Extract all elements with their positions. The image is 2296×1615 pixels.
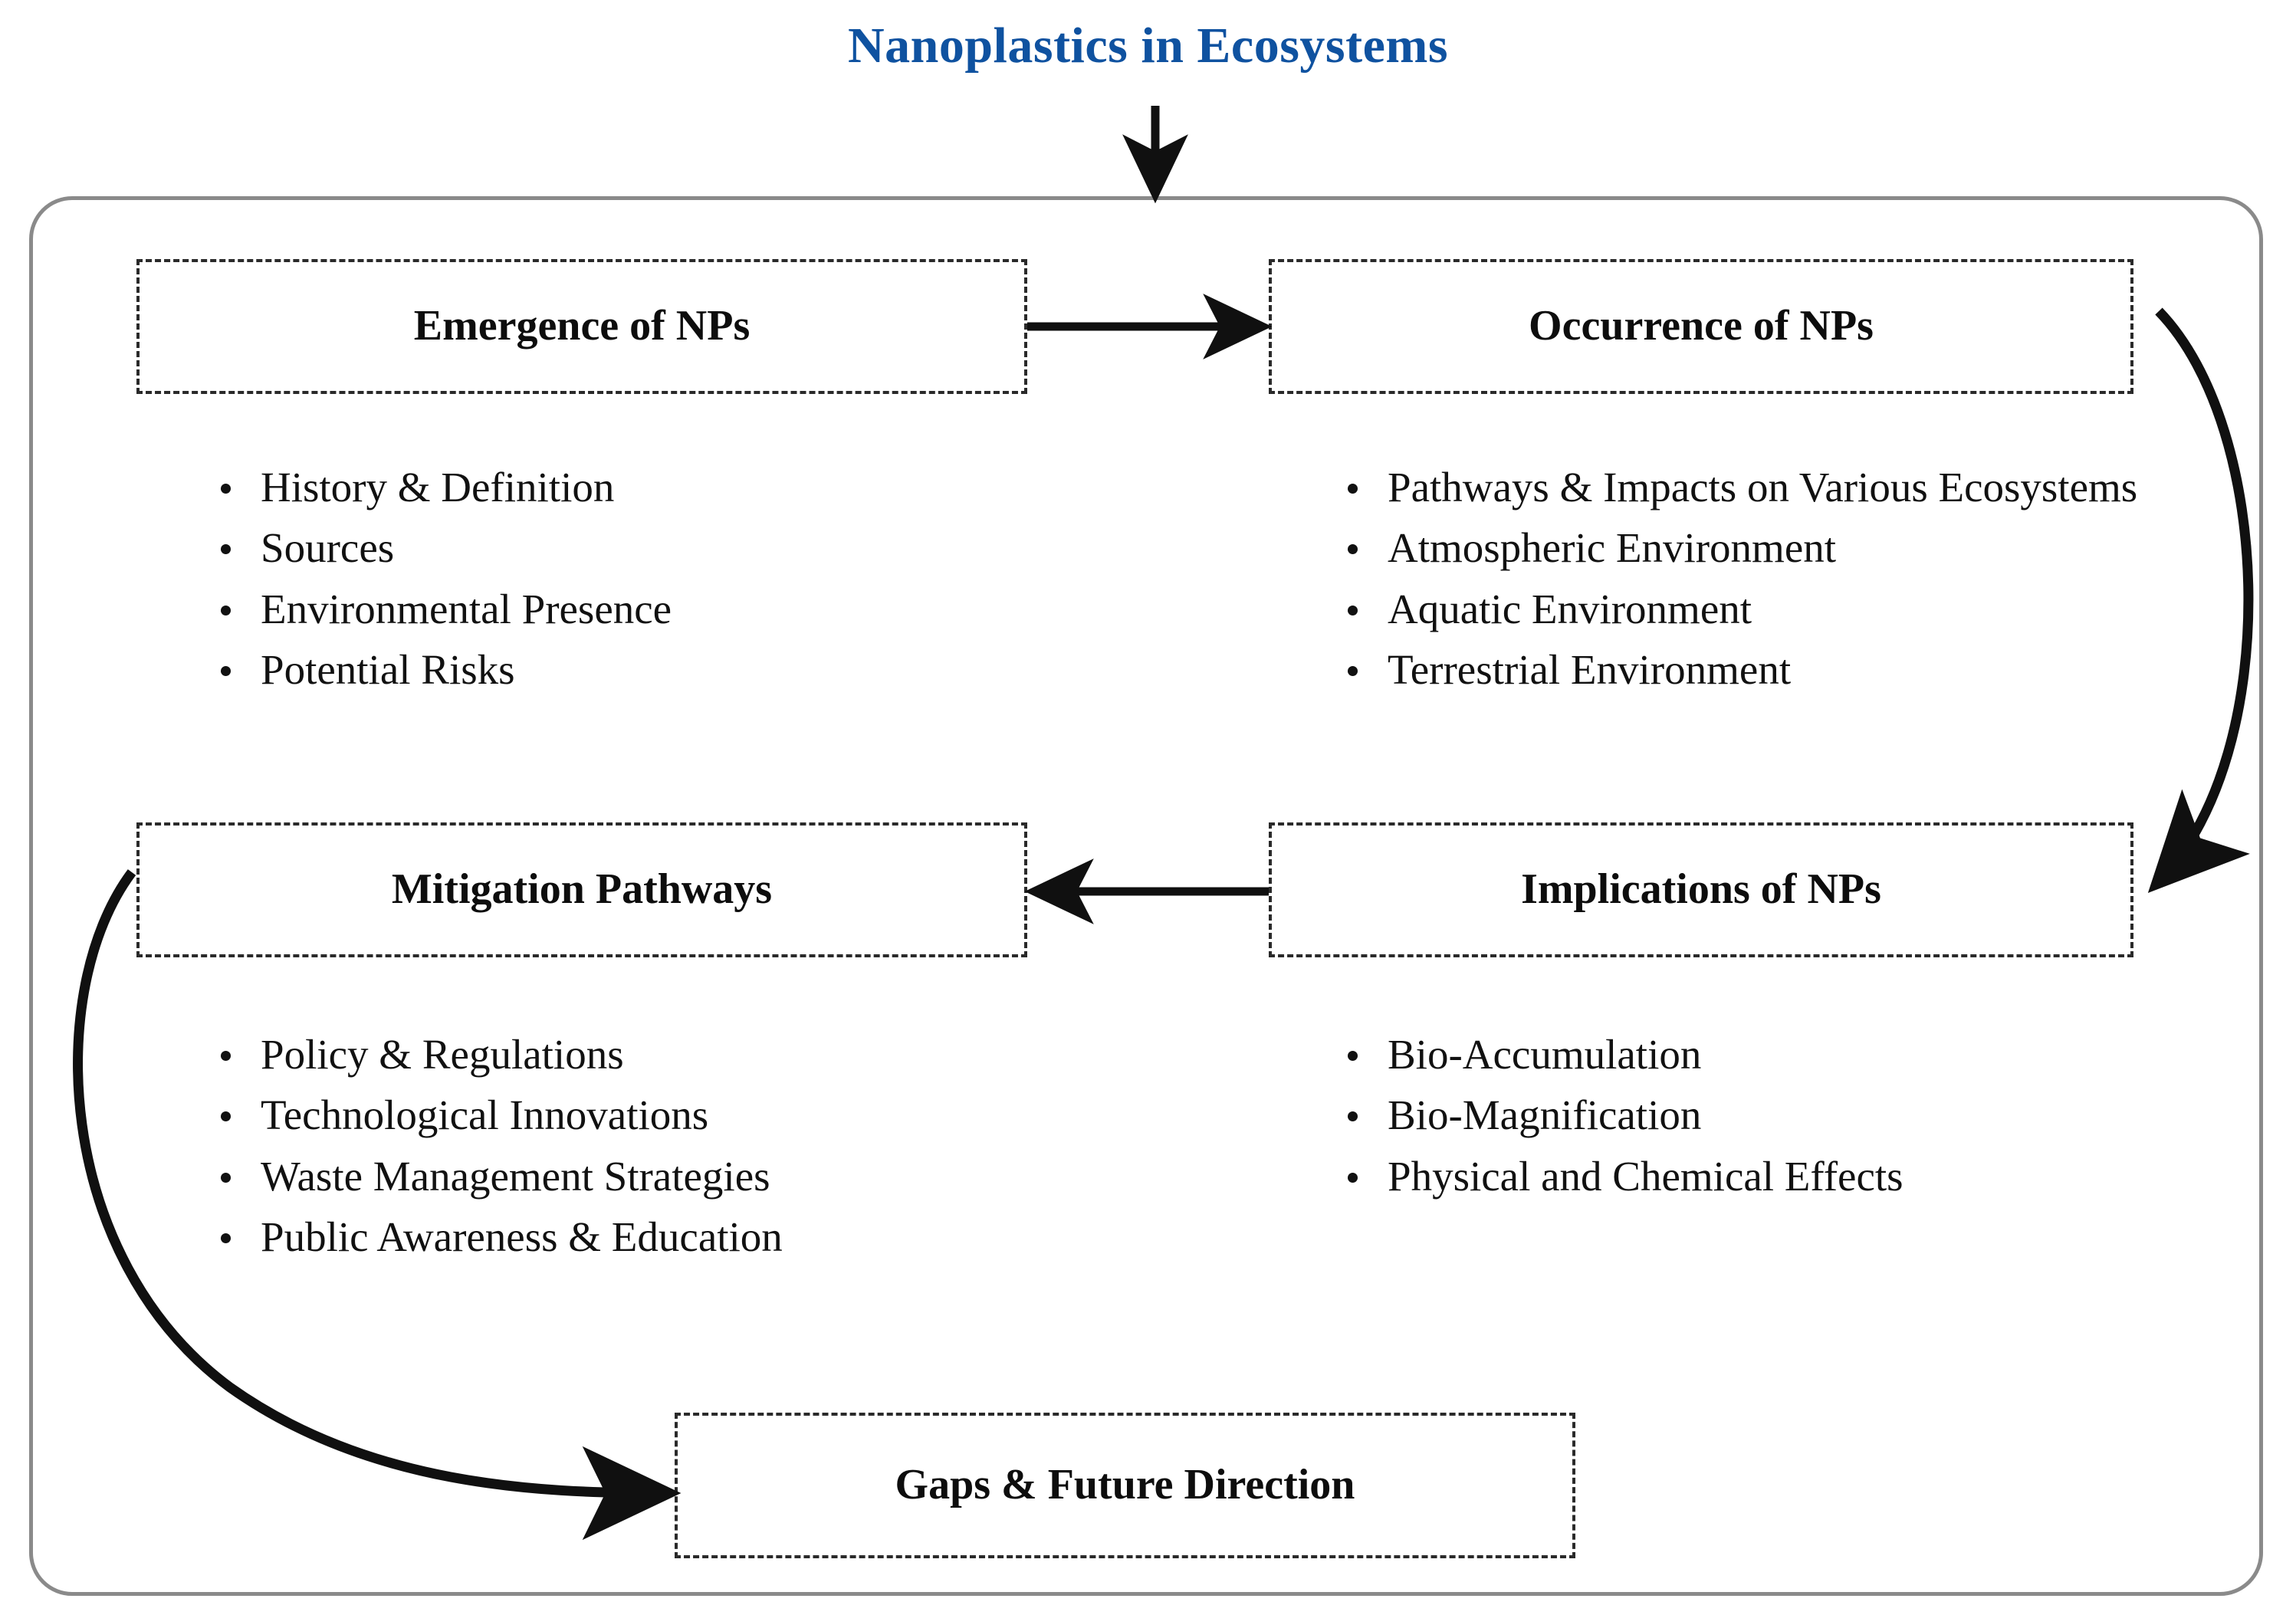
list-item: Environmental Presence — [207, 580, 1050, 638]
list-item: Technological Innovations — [207, 1086, 989, 1144]
list-item: Atmospheric Environment — [1334, 519, 2193, 576]
list-item: Waste Management Strategies — [207, 1147, 989, 1205]
node-implications-of-nps[interactable]: Implications of NPs — [1269, 822, 2133, 957]
node-mitigation-pathways[interactable]: Mitigation Pathways — [136, 822, 1027, 957]
node-emergence-of-nps[interactable]: Emergence of NPs — [136, 259, 1027, 394]
list-item: Sources — [207, 519, 1050, 576]
node-occurrence-of-nps[interactable]: Occurrence of NPs — [1269, 259, 2133, 394]
node-gaps-label: Gaps & Future Direction — [895, 1461, 1355, 1509]
list-item: Potential Risks — [207, 641, 1050, 698]
node-gaps-and-future-direction[interactable]: Gaps & Future Direction — [675, 1413, 1575, 1558]
node-implications-label: Implications of NPs — [1521, 865, 1881, 914]
list-item: Public Awareness & Education — [207, 1208, 989, 1265]
list-item: Physical and Chemical Effects — [1334, 1147, 2193, 1205]
list-item: Aquatic Environment — [1334, 580, 2193, 638]
node-occurrence-label: Occurrence of NPs — [1529, 302, 1874, 350]
list-item: Bio-Magnification — [1334, 1086, 2193, 1144]
list-item: Pathways & Impacts on Various Ecosystems — [1334, 458, 2193, 516]
list-item: History & Definition — [207, 458, 1050, 516]
node-emergence-label: Emergence of NPs — [413, 302, 751, 350]
list-item: Policy & Regulations — [207, 1026, 989, 1083]
list-item: Terrestrial Environment — [1334, 641, 2193, 698]
list-item: Bio-Accumulation — [1334, 1026, 2193, 1083]
node-mitigation-label: Mitigation Pathways — [391, 865, 773, 914]
list-occurrence-topics: Pathways & Impacts on Various Ecosystems… — [1334, 458, 2193, 701]
page-title: Nanoplastics in Ecosystems — [847, 18, 1449, 74]
